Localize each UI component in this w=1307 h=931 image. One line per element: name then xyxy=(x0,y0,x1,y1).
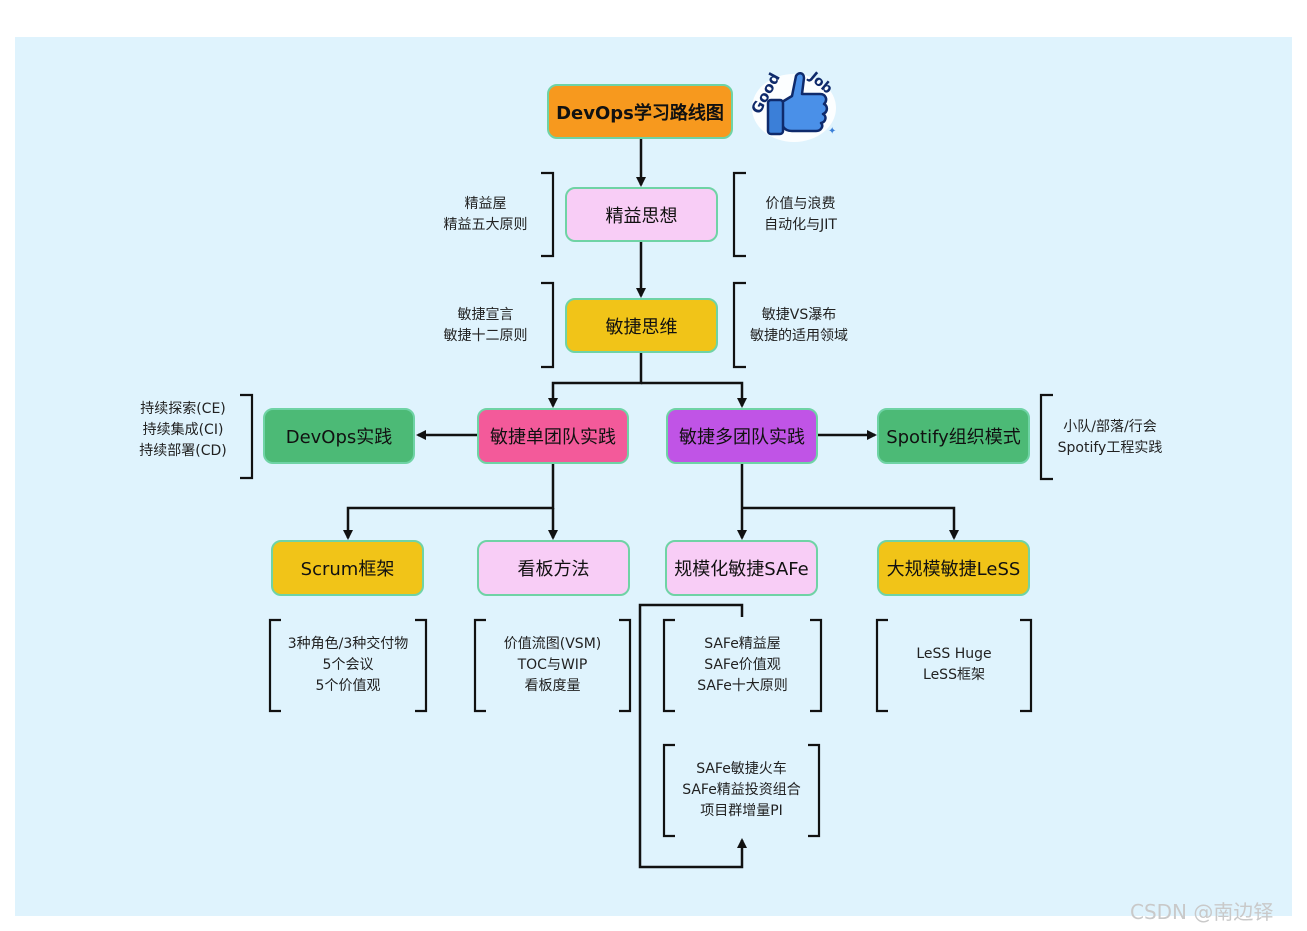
bracket-agile-left xyxy=(541,281,555,369)
node-agile-mindset: 敏捷思维 xyxy=(565,298,718,353)
bracket-lean-left xyxy=(541,171,555,258)
node-agile-single-team: 敏捷单团队实践 xyxy=(477,408,629,464)
note-devops-left: 持续探索(CE)持续集成(CI)持续部署(CD) xyxy=(139,401,227,459)
watermark: CSDN @南边铎 xyxy=(1130,900,1274,924)
note-agile-left: 敏捷宣言敏捷十二原则 xyxy=(443,307,528,344)
node-spotify-model: Spotify组织模式 xyxy=(877,408,1030,464)
bracket-safe2-right xyxy=(808,743,821,838)
note-lean-left: 精益屋精益五大原则 xyxy=(443,196,528,233)
good-job-badge: Good Job ✦ xyxy=(744,66,844,146)
node-less: 大规模敏捷LeSS xyxy=(877,540,1030,596)
bracket-less-left xyxy=(875,618,888,713)
bracket-safe2-left xyxy=(662,743,675,838)
arrow-agile-to-single-team xyxy=(548,353,643,408)
thumbs-up-icon xyxy=(766,72,829,136)
bracket-kanban-right xyxy=(619,618,632,713)
diagram-canvas xyxy=(15,37,1292,916)
bracket-agile-right xyxy=(732,281,746,369)
node-kanban: 看板方法 xyxy=(477,540,630,596)
node-devops-practice: DevOps实践 xyxy=(263,408,415,464)
note-agile-right: 敏捷VS瀑布敏捷的适用领域 xyxy=(750,307,848,344)
bracket-scrum-left xyxy=(268,618,281,713)
arrow-single-team-to-scrum xyxy=(343,464,555,540)
arrow-safe-loop xyxy=(638,603,747,869)
bracket-lean-right xyxy=(732,171,746,258)
bracket-safe1-right xyxy=(810,618,823,713)
arrow-agile-to-multi-team xyxy=(641,381,747,408)
node-lean-thinking: 精益思想 xyxy=(565,187,718,242)
note-lean-right: 价值与浪费自动化与JIT xyxy=(764,196,837,233)
bracket-safe1-left xyxy=(662,618,675,713)
bracket-devops-left xyxy=(240,393,254,480)
node-scrum: Scrum框架 xyxy=(271,540,424,596)
bracket-less-right xyxy=(1020,618,1033,713)
arrow-multi-team-to-less xyxy=(742,506,959,540)
bracket-kanban-left xyxy=(473,618,486,713)
sparkle-icon: ✦ xyxy=(828,126,836,137)
bracket-scrum-right xyxy=(415,618,428,713)
node-agile-multi-team: 敏捷多团队实践 xyxy=(666,408,818,464)
node-safe: 规模化敏捷SAFe xyxy=(665,540,818,596)
node-devops-roadmap: DevOps学习路线图 xyxy=(547,84,733,139)
bracket-spotify-right xyxy=(1039,393,1053,481)
